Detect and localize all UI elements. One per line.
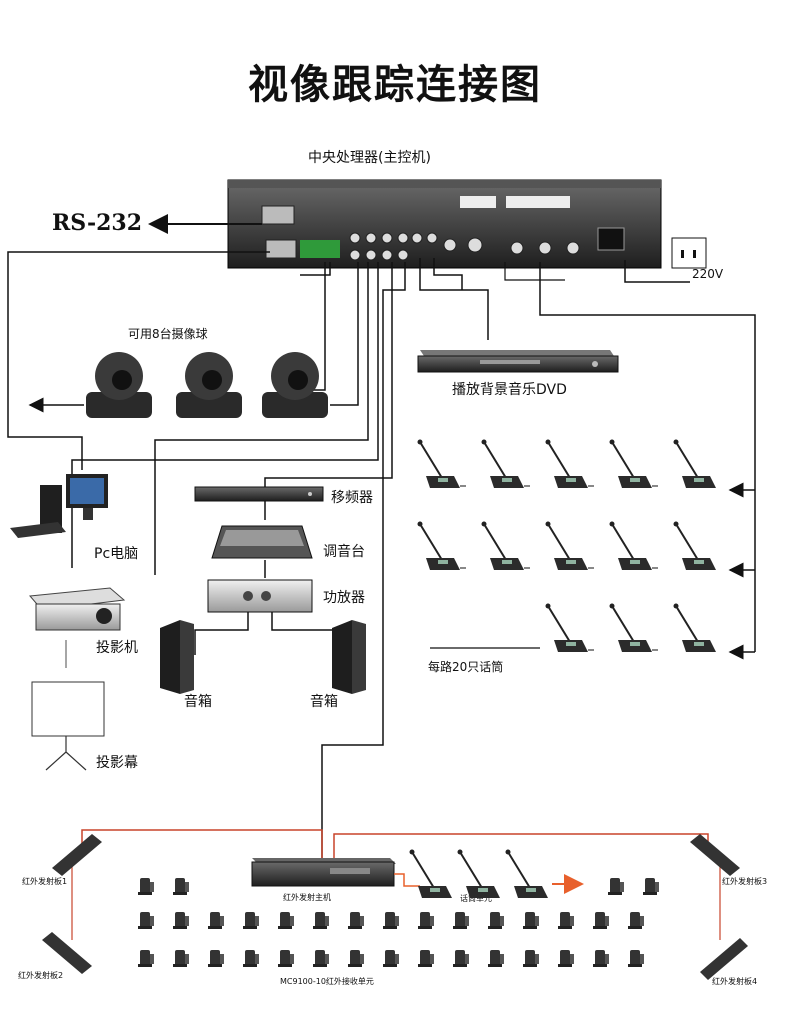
rs232-label: RS-232 [52,210,143,236]
ir-panel-1-label: 红外发射板1 [22,877,68,886]
main-unit-label: 中央处理器(主控机) [308,150,431,166]
power-socket [624,237,707,283]
pc-computer [10,474,108,538]
ir-receiver [313,912,329,929]
ir-receiver [488,950,504,967]
ir-receiver [628,912,644,929]
diagram-title: 视像跟踪连接图 [248,62,542,108]
screen-label: 投影幕 [96,755,138,771]
ir-receiver [348,950,364,967]
main-processor-unit [227,179,662,269]
ir-receiver [208,950,224,967]
power-amplifier [207,579,313,613]
ir-receiver [453,912,469,929]
ir-receiver [243,912,259,929]
ir-receiver [383,912,399,929]
mixer-label: 调音台 [323,544,365,560]
ir-receiver [418,950,434,967]
pc-wire [7,251,270,470]
ir-receiver [593,950,609,967]
ir-receiver [523,912,539,929]
power-label: 220V [692,267,724,281]
chair-microphone-units [408,848,549,899]
ir-receiver [628,950,644,967]
cameras-label: 可用8台摄像球 [128,327,208,341]
ir-receiver [558,912,574,929]
ir-emitter-panel-3 [690,834,740,876]
ir-receiver [138,950,154,967]
chair-unit-label: 话筒单元 [460,894,492,903]
ir-receiver-units [138,878,659,967]
frequency-shifter [194,486,324,502]
ptz-camera [86,352,152,418]
speaker-left [160,620,194,694]
ir-transmitter-host [251,858,396,887]
microphone-row-2 [416,520,717,571]
projector [28,587,126,631]
audio-mixer [211,525,313,559]
pc-label: Pc电脑 [94,546,139,562]
microphone-row-1 [416,438,717,489]
ir-receiver [138,878,154,895]
ir-emitter-panel-1 [52,834,102,876]
ir-receiver [558,950,574,967]
ir-receiver [643,878,659,895]
ir-receiver [453,950,469,967]
dvd-label: 播放背景音乐DVD [452,382,567,398]
ir-panel-2-label: 红外发射板2 [18,971,64,980]
ir-receiver [278,912,294,929]
freq-shifter-label: 移频器 [331,490,373,506]
ir-receiver [173,912,189,929]
ir-emitter-panel-2 [42,932,92,974]
speaker-right [332,620,366,694]
mics-per-line-label: 每路20只话筒 [428,660,504,674]
ir-emitter-panel-4 [700,938,748,980]
ir-receiver [608,878,624,895]
ir-receiver [313,950,329,967]
ir-receiver [173,878,189,895]
ptz-camera [176,352,242,418]
projection-screen [31,681,105,771]
projector-label: 投影机 [96,640,138,656]
ir-receiver [138,912,154,929]
speaker-right-label: 音箱 [310,694,338,710]
ir-receiver [488,912,504,929]
ir-host-label: 红外发射主机 [283,893,331,902]
ir-receiver [593,912,609,929]
speaker-left-label: 音箱 [184,694,212,710]
ir-receiver [278,950,294,967]
amplifier-label: 功放器 [323,590,365,606]
ptz-camera [262,352,328,418]
ir-receiver [208,912,224,929]
ir-receiver [383,950,399,967]
ir-panel-3-label: 红外发射板3 [722,877,768,886]
microphone-row-3 [544,602,717,653]
ir-panel-4-label: 红外发射板4 [712,977,758,986]
ir-receiver [523,950,539,967]
ir-receiver [173,950,189,967]
dvd-player [417,350,619,373]
ir-receiver [348,912,364,929]
ir-receiver [243,950,259,967]
ir-receiver [418,912,434,929]
ir-receivers-label: MC9100-10红外接收单元 [280,977,374,986]
